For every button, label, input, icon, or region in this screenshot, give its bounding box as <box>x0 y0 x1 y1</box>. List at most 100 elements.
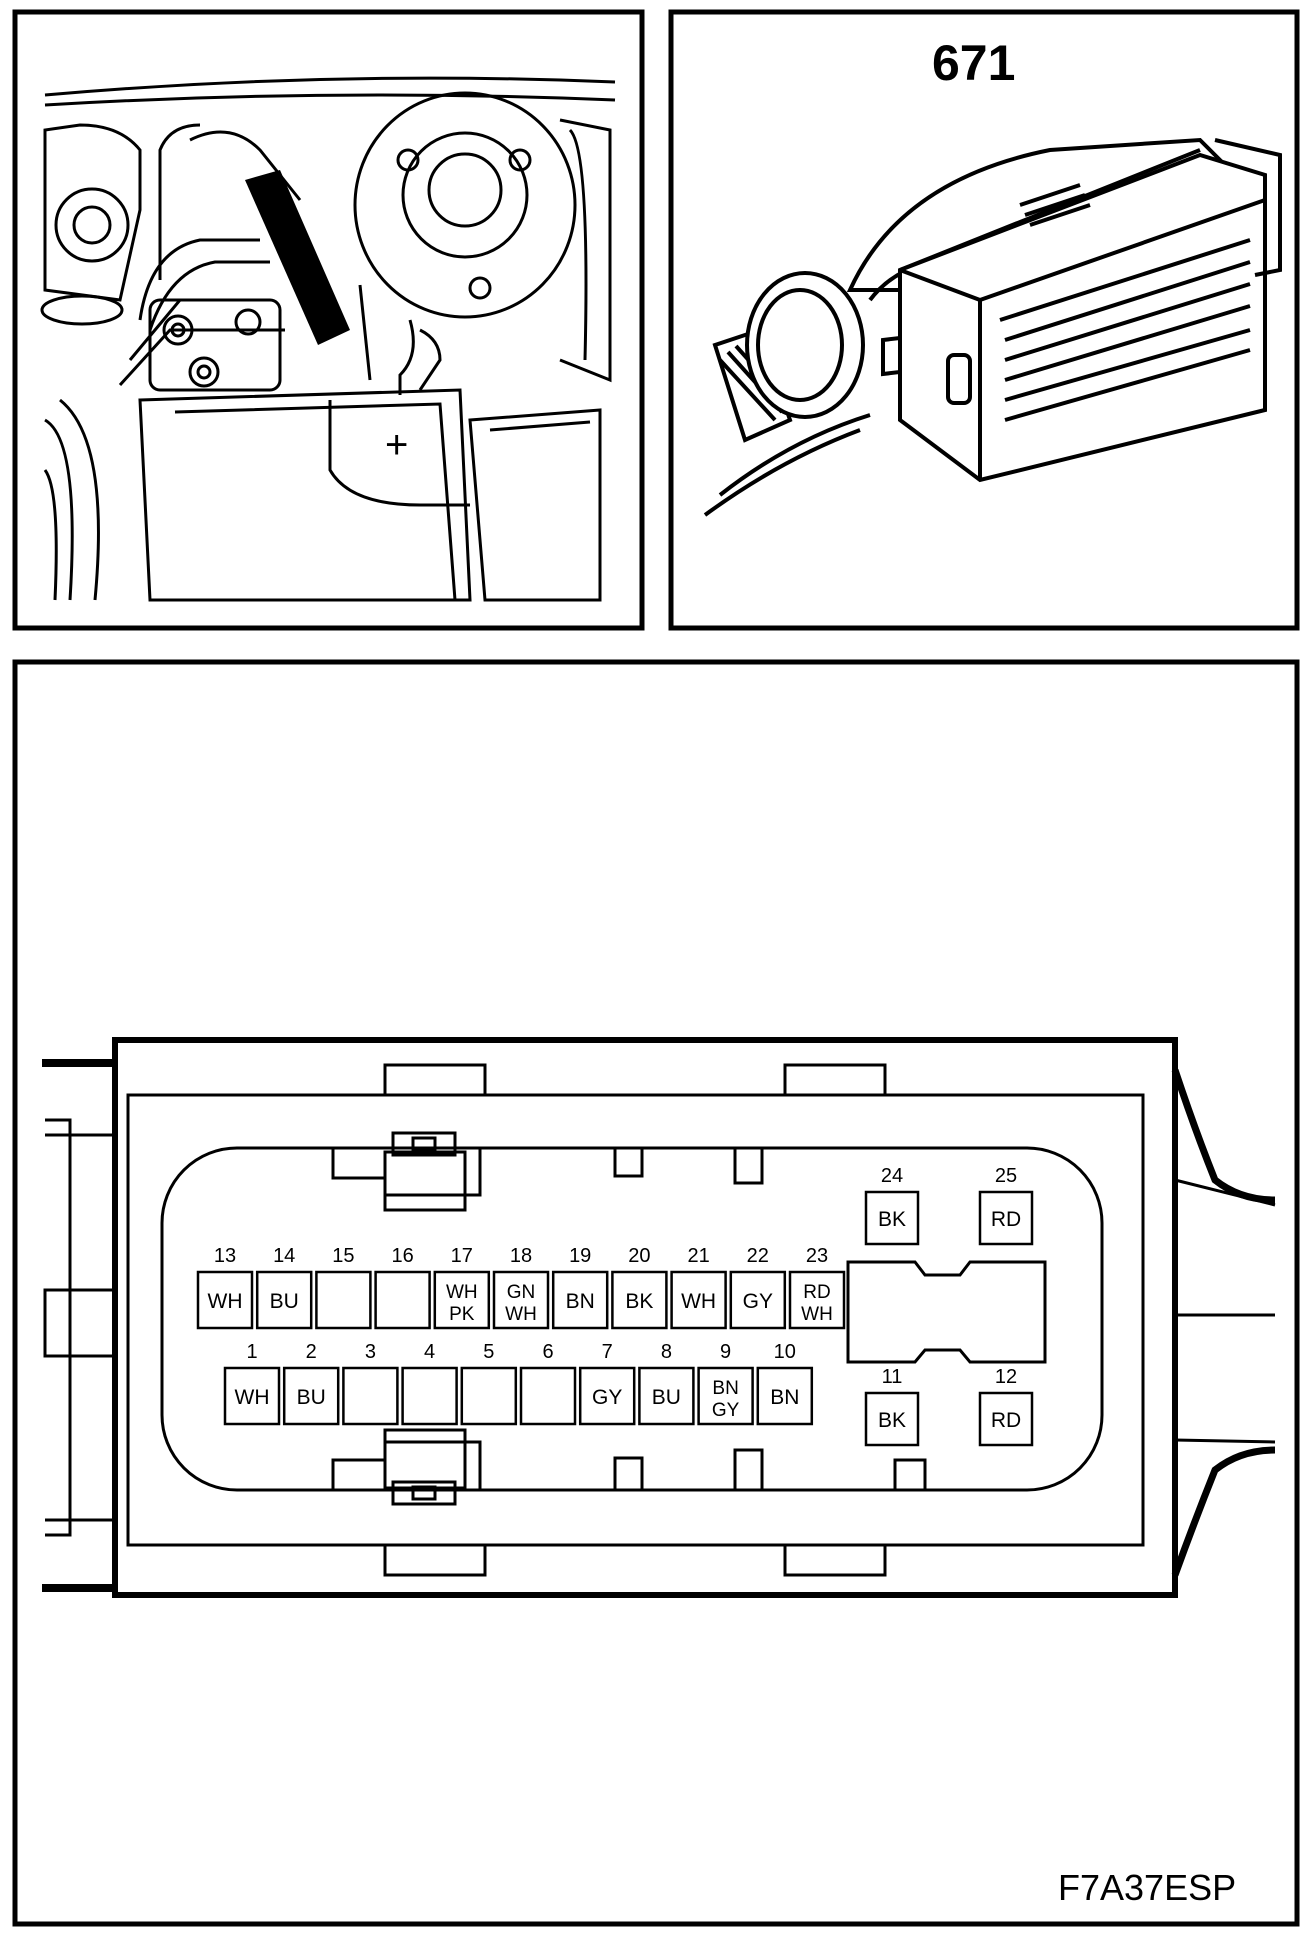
pin-cavity <box>670 1270 727 1330</box>
pin-number: 7 <box>602 1341 613 1363</box>
pin-number: 25 <box>995 1165 1017 1187</box>
wire-color: WH <box>208 1290 243 1313</box>
wire-color: WH <box>446 1282 478 1303</box>
pin-cavity <box>729 1270 787 1330</box>
pin-cavity <box>578 1366 636 1426</box>
pin-cavity <box>697 1366 754 1426</box>
wire-color: BK <box>625 1290 653 1313</box>
pin-cavity <box>492 1270 550 1330</box>
pin-cavity <box>342 1366 399 1426</box>
pin-number: 13 <box>214 1245 236 1267</box>
wire-color: GY <box>712 1400 740 1421</box>
pin-number: 20 <box>628 1245 650 1267</box>
svg-text:+: + <box>385 423 408 467</box>
pin-number: 16 <box>391 1245 413 1267</box>
connector-housing <box>42 1037 1276 1598</box>
pin-cavity <box>255 1270 313 1330</box>
pin-number: 5 <box>483 1341 494 1363</box>
wire-color: BN <box>712 1378 738 1399</box>
pin-4: 4 <box>401 1341 458 1426</box>
pin-5: 5 <box>460 1341 518 1426</box>
pin-number: 9 <box>720 1341 731 1363</box>
pin-number: 2 <box>306 1341 317 1363</box>
wire-color: BU <box>297 1386 326 1409</box>
wire-color: GY <box>743 1290 773 1313</box>
pin-cavity <box>374 1270 431 1330</box>
pin-cavity <box>433 1270 491 1330</box>
connector-number: 671 <box>932 35 1015 91</box>
pin-number: 1 <box>246 1341 257 1363</box>
pin-cavity <box>401 1366 458 1426</box>
pin-number: 22 <box>747 1245 769 1267</box>
wire-color: BU <box>652 1386 681 1409</box>
pin-number: 8 <box>661 1341 672 1363</box>
pin-cavity <box>223 1366 281 1426</box>
pin-cavity <box>978 1391 1034 1447</box>
wire-color: PK <box>449 1304 475 1325</box>
pin-cavity <box>282 1366 340 1426</box>
wire-color: WH <box>801 1304 833 1325</box>
wire-color: RD <box>803 1282 830 1303</box>
pin-number: 15 <box>332 1245 354 1267</box>
pin-number: 23 <box>806 1245 828 1267</box>
wire-color: WH <box>235 1386 270 1409</box>
pin-cavity <box>864 1391 920 1447</box>
wire-color: RD <box>991 1208 1021 1231</box>
pin-cavity <box>978 1190 1034 1246</box>
pin-number: 24 <box>881 1165 903 1187</box>
pin-15: 15 <box>315 1245 372 1330</box>
wire-color: GN <box>507 1282 536 1303</box>
pin-number: 11 <box>882 1366 903 1388</box>
wire-color: BN <box>566 1290 595 1313</box>
pin-number: 17 <box>451 1245 473 1267</box>
wire-color: BU <box>270 1290 299 1313</box>
pin-cavity <box>611 1270 668 1330</box>
wire-color: BK <box>878 1409 906 1432</box>
pin-number: 14 <box>273 1245 295 1267</box>
wire-color: BK <box>878 1208 906 1231</box>
pin-cavity <box>196 1270 254 1330</box>
pin-1: 1WH <box>223 1341 281 1426</box>
pin-cavity <box>638 1366 695 1426</box>
pin-cavity <box>864 1190 920 1246</box>
pin-3: 3 <box>342 1341 399 1426</box>
pin-2: 2BU <box>282 1341 340 1426</box>
pin-cavity <box>756 1366 814 1426</box>
wire-color: GY <box>592 1386 622 1409</box>
pin-cavity <box>551 1270 609 1330</box>
pin-8: 8BU <box>638 1341 695 1426</box>
pin-cavity <box>315 1270 372 1330</box>
connector-location-highlight <box>245 170 350 345</box>
pin-6: 6 <box>519 1341 577 1426</box>
engine-bay-illustration: + <box>40 76 616 602</box>
wire-color: WH <box>681 1290 716 1313</box>
pin-cavity <box>460 1366 518 1426</box>
pin-number: 18 <box>510 1245 532 1267</box>
connector-3d-panel: 671 <box>668 9 1300 631</box>
figure-id: F7A37ESP <box>1058 1867 1236 1908</box>
wire-color: BN <box>770 1386 799 1409</box>
pin-number: 6 <box>542 1341 553 1363</box>
pin-number: 19 <box>569 1245 591 1267</box>
pin-cavity <box>519 1366 577 1426</box>
